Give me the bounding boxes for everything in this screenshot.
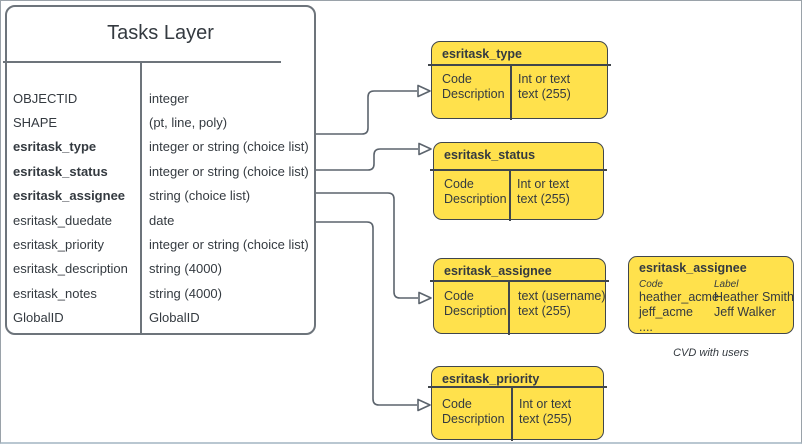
field-type: string (4000) — [149, 285, 222, 301]
field-name: GlobalID — [13, 310, 64, 326]
field-type: integer or string (choice list) — [149, 139, 309, 155]
field-type: integer or string (choice list) — [149, 163, 309, 179]
cell: Code — [442, 72, 472, 86]
cell: Code — [442, 397, 472, 411]
cell: Description — [444, 304, 507, 318]
box-left-cells: Code Description — [442, 72, 505, 102]
box-right-cells: Int or text text (255) — [518, 72, 571, 102]
box-header-divider — [430, 169, 607, 171]
box-header-divider — [428, 64, 611, 66]
box-title: esritask_status — [444, 148, 536, 162]
open-arrowhead-icon — [417, 84, 431, 98]
cell: Code — [444, 289, 474, 303]
field-row: OBJECTID integer — [7, 86, 314, 110]
cell: text (username) — [518, 289, 606, 303]
box-title: esritask_priority — [442, 372, 540, 386]
tasks-layer-table: Tasks Layer OBJECTID integer SHAPE (pt, … — [3, 5, 316, 335]
cvd-label: Jeff Walker — [714, 305, 776, 319]
field-name: esritask_priority — [13, 237, 105, 253]
field-row: esritask_priority integer or string (cho… — [7, 232, 314, 256]
field-name: SHAPE — [13, 115, 58, 131]
cell: Int or text — [519, 397, 572, 411]
cell: text (255) — [518, 87, 571, 101]
field-name: esritask_status — [13, 163, 108, 179]
field-type: string (choice list) — [149, 188, 251, 204]
field-rows: OBJECTID integer SHAPE (pt, line, poly) … — [7, 86, 314, 330]
tasks-layer-title: Tasks Layer — [107, 22, 214, 44]
box-column-divider — [510, 64, 512, 120]
field-row: esritask_duedate date — [7, 208, 314, 232]
field-row: esritask_status integer or string (choic… — [7, 159, 314, 183]
field-name: esritask_assignee — [13, 188, 126, 204]
box-right-cells: text (username) text (255) — [518, 289, 606, 319]
box-header-divider — [428, 386, 607, 388]
open-arrowhead-icon — [418, 142, 432, 156]
box-column-divider — [509, 169, 511, 221]
box-header-divider — [430, 280, 609, 282]
box-column-divider — [508, 280, 510, 335]
box-title: esritask_assignee — [639, 261, 747, 275]
box-right-cells: Int or text text (255) — [517, 177, 570, 207]
field-name: esritask_notes — [13, 285, 97, 301]
field-row: SHAPE (pt, line, poly) — [7, 110, 314, 134]
cell: text (255) — [519, 412, 572, 426]
cvd-code: .... — [639, 320, 653, 334]
open-arrowhead-icon — [417, 398, 431, 412]
field-name: esritask_description — [13, 261, 128, 277]
connector-esritask-type — [316, 90, 417, 135]
table-column-divider — [140, 63, 142, 333]
box-right-cells: Int or text text (255) — [519, 397, 572, 427]
open-arrowhead-icon — [418, 291, 432, 305]
cell: text (255) — [518, 304, 571, 318]
box-column-divider — [511, 386, 513, 441]
choice-box-esritask-type: esritask_type Code Description Int or te… — [428, 41, 611, 120]
cell: text (255) — [517, 192, 570, 206]
connector-esritask-priority — [316, 221, 417, 406]
box-left-cells: Code Description — [442, 397, 505, 427]
cvd-box-esritask-assignee: esritask_assignee Code Label heather_acm… — [628, 256, 794, 334]
cell: Int or text — [517, 177, 570, 191]
cell: Description — [444, 192, 507, 206]
cvd-column-header-code: Code — [639, 279, 663, 290]
field-type: GlobalID — [149, 310, 200, 326]
choice-box-esritask-assignee: esritask_assignee Code Description text … — [430, 258, 609, 335]
cell: Int or text — [518, 72, 571, 86]
table-header-divider — [3, 61, 281, 63]
connector-esritask-assignee — [316, 192, 418, 299]
field-type: date — [149, 212, 175, 228]
cvd-column-header-label: Label — [714, 279, 739, 290]
choice-box-esritask-status: esritask_status Code Description Int or … — [430, 142, 607, 221]
cvd-labels: Heather Smith Jeff Walker — [714, 290, 794, 320]
field-name: esritask_type — [13, 139, 97, 155]
field-type: integer or string (choice list) — [149, 237, 309, 253]
choice-box-esritask-priority: esritask_priority Code Description Int o… — [428, 366, 607, 441]
field-row: esritask_assignee string (choice list) — [7, 184, 314, 208]
cell: Description — [442, 412, 505, 426]
field-row: esritask_notes string (4000) — [7, 281, 314, 305]
box-left-cells: Code Description — [444, 289, 507, 319]
box-title: esritask_assignee — [444, 264, 552, 278]
cell: Description — [442, 87, 505, 101]
field-name: esritask_duedate — [13, 212, 113, 228]
field-row: esritask_type integer or string (choice … — [7, 135, 314, 159]
cvd-code: jeff_acme — [639, 305, 693, 319]
connector-esritask-status — [316, 148, 418, 171]
field-row: GlobalID GlobalID — [7, 306, 314, 330]
cvd-code: heather_acme — [639, 290, 719, 304]
box-title: esritask_type — [442, 47, 522, 61]
box-left-cells: Code Description — [444, 177, 507, 207]
field-name: OBJECTID — [13, 90, 78, 106]
cvd-caption: CVD with users — [673, 347, 749, 359]
cvd-codes: heather_acme jeff_acme .... — [639, 290, 719, 335]
field-type: (pt, line, poly) — [149, 115, 228, 131]
cvd-label: Heather Smith — [714, 290, 794, 304]
cell: Code — [444, 177, 474, 191]
field-type: integer — [149, 90, 189, 106]
field-type: string (4000) — [149, 261, 222, 277]
field-row: esritask_description string (4000) — [7, 257, 314, 281]
